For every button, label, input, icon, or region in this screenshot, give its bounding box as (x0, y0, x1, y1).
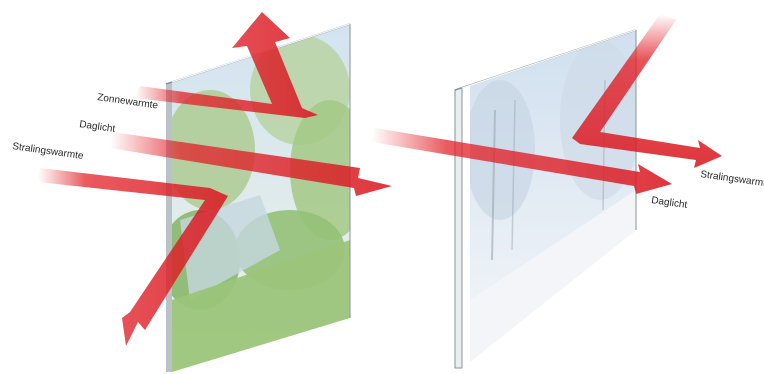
label-radiant-heat-left: Stralingswarmte (12, 141, 85, 162)
label-daylight-left: Daglicht (79, 119, 117, 135)
label-daylight-right: Daglicht (651, 195, 689, 211)
label-radiant-heat-right: Stralingswarmt (700, 169, 764, 189)
